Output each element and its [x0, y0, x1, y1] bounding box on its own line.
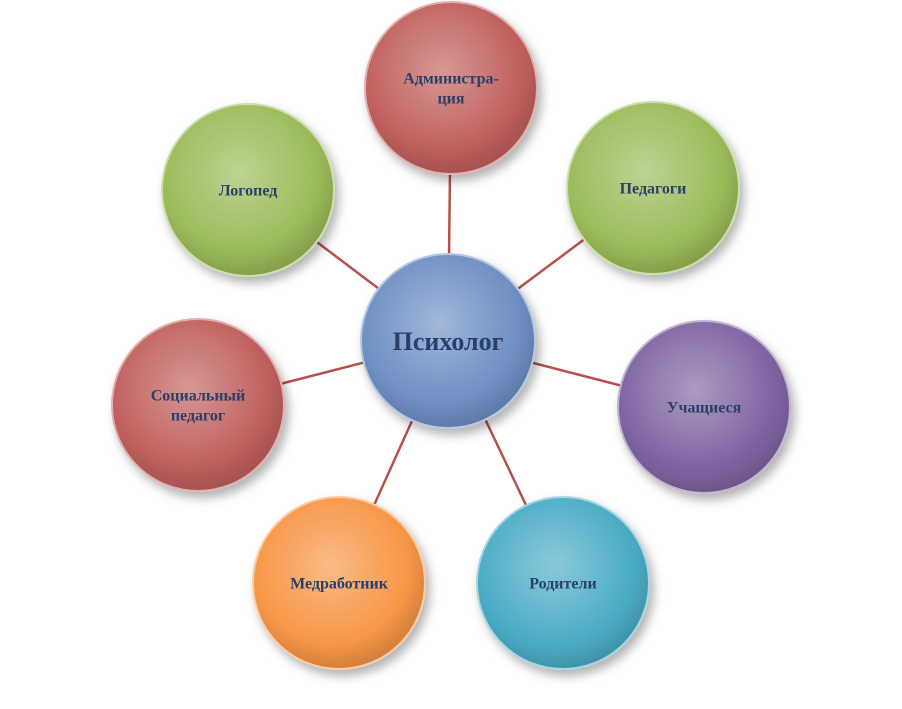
node-administration-label: Администра-	[403, 71, 499, 88]
node-medic-circle	[252, 496, 426, 670]
node-social-teacher-label: педагог	[171, 408, 225, 425]
node-teachers-circle	[566, 101, 740, 275]
node-teachers-label: Педагоги	[620, 181, 687, 198]
node-social-teacher: Социальный педагог	[111, 318, 285, 492]
node-students-label: Учащиеся	[667, 400, 742, 417]
node-medic: Медработник	[252, 496, 426, 670]
node-speech-therapist: Логопед	[161, 103, 335, 277]
node-administration: Администра-ция	[364, 1, 538, 175]
node-parents-circle	[476, 496, 650, 670]
node-social-teacher-label: Социальный	[151, 388, 246, 405]
node-psychologist-label: Психолог	[393, 327, 504, 356]
node-teachers: Педагоги	[566, 101, 740, 275]
node-administration-label: ция	[437, 91, 464, 108]
node-parents: Родители	[476, 496, 650, 670]
node-speech-therapist-circle	[161, 103, 335, 277]
node-speech-therapist-label: Логопед	[219, 183, 278, 200]
node-medic-label: Медработник	[290, 576, 389, 593]
node-social-teacher-circle	[111, 318, 285, 492]
node-students-circle	[617, 320, 791, 494]
node-administration-circle	[364, 1, 538, 175]
node-psychologist: Психолог	[360, 253, 536, 429]
node-psychologist-circle	[360, 253, 536, 429]
node-students: Учащиеся	[617, 320, 791, 494]
node-parents-label: Родители	[529, 576, 596, 593]
